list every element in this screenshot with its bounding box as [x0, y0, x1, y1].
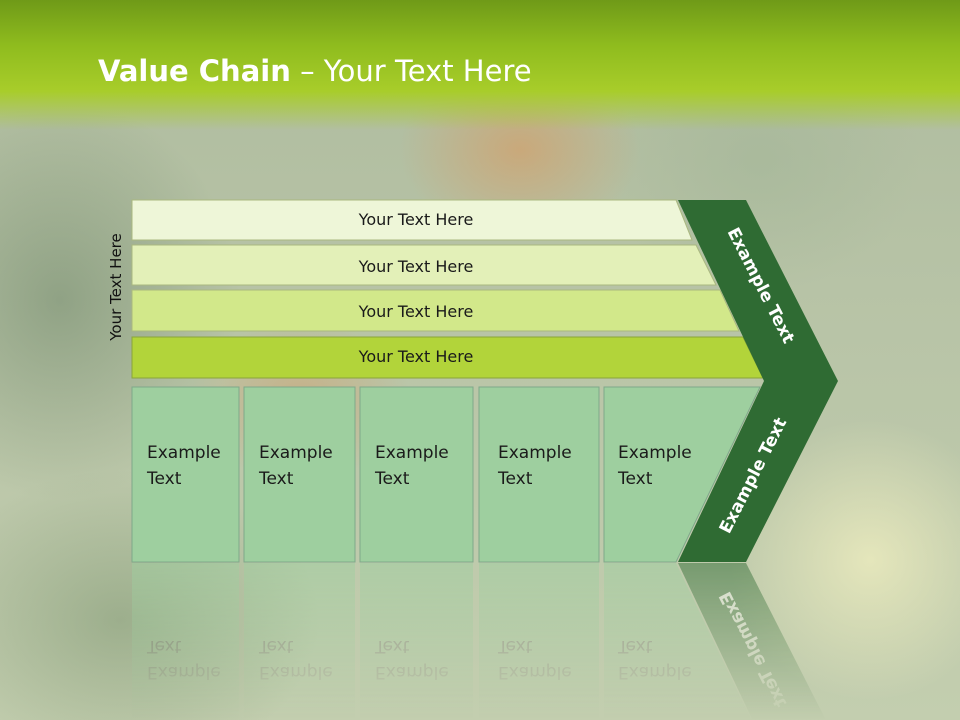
title-rest: – Your Text Here [290, 54, 532, 88]
cell-5-shape [603, 386, 761, 563]
bar-2-label: Your Text Here [358, 257, 474, 276]
cell-1: Example Text [131, 386, 240, 563]
cell-3: Example Text [359, 386, 474, 563]
cell-2-line1: Example [259, 443, 333, 463]
cell-3-reflection-line2: Text [374, 636, 410, 656]
cell-1-reflection [132, 563, 239, 720]
slide-title: Value Chain – Your Text Here [98, 54, 532, 88]
cell-3-line2: Text [374, 469, 410, 489]
bar-3-label: Your Text Here [358, 302, 474, 321]
cell-5-line2: Text [617, 469, 653, 489]
cell-5-reflection [604, 563, 752, 720]
cell-4-reflection-line1: Example [498, 662, 572, 682]
bar-1: Your Text Here [131, 199, 693, 241]
cell-1-reflection-line1: Example [147, 662, 221, 682]
cell-4: Example Text [478, 386, 600, 563]
bar-1-shape [131, 199, 693, 241]
bars-group: Your Text Here Your Text Here Your Text … [131, 199, 764, 379]
cell-3-reflection [360, 563, 473, 720]
bar-2-shape [131, 244, 717, 286]
cell-4-reflection [479, 563, 599, 720]
cell-1-line2: Text [146, 469, 182, 489]
cell-4-reflection-line2: Text [497, 636, 533, 656]
cell-2: Example Text [243, 386, 356, 563]
cell-2-reflection [244, 563, 355, 720]
bar-3: Your Text Here [131, 289, 740, 332]
cell-1-reflection-line2: Text [146, 636, 182, 656]
cell-2-reflection-line1: Example [259, 662, 333, 682]
cell-5: Example Text [603, 386, 761, 563]
cell-2-line2: Text [258, 469, 294, 489]
title-bold: Value Chain [98, 54, 291, 88]
cell-3-reflection-line1: Example [375, 662, 449, 682]
cell-2-reflection-line2: Text [258, 636, 294, 656]
cells-group: Example Text Example Text Example Text E… [131, 386, 761, 563]
bar-4-label: Your Text Here [358, 347, 474, 366]
cell-4-shape [478, 386, 600, 563]
header-band [0, 0, 960, 130]
bar-2: Your Text Here [131, 244, 717, 286]
chevron-lower-reflection [678, 563, 826, 720]
cell-1-line1: Example [147, 443, 221, 463]
cell-5-line1: Example [618, 443, 692, 463]
cell-5-reflection-line2: Text [617, 636, 653, 656]
bar-4: Your Text Here [131, 336, 764, 379]
cell-5-reflection-line1: Example [618, 662, 692, 682]
chevron-arrow-shape [678, 200, 838, 562]
cell-4-line1: Example [498, 443, 572, 463]
bar-3-shape [131, 289, 740, 332]
cell-3-line1: Example [375, 443, 449, 463]
cell-2-shape [243, 386, 356, 563]
cell-1-shape [131, 386, 240, 563]
cell-4-line2: Text [497, 469, 533, 489]
cell-3-shape [359, 386, 474, 563]
bar-1-label: Your Text Here [358, 210, 474, 229]
reflection: Example Text Example Text Example Text E… [132, 563, 826, 720]
